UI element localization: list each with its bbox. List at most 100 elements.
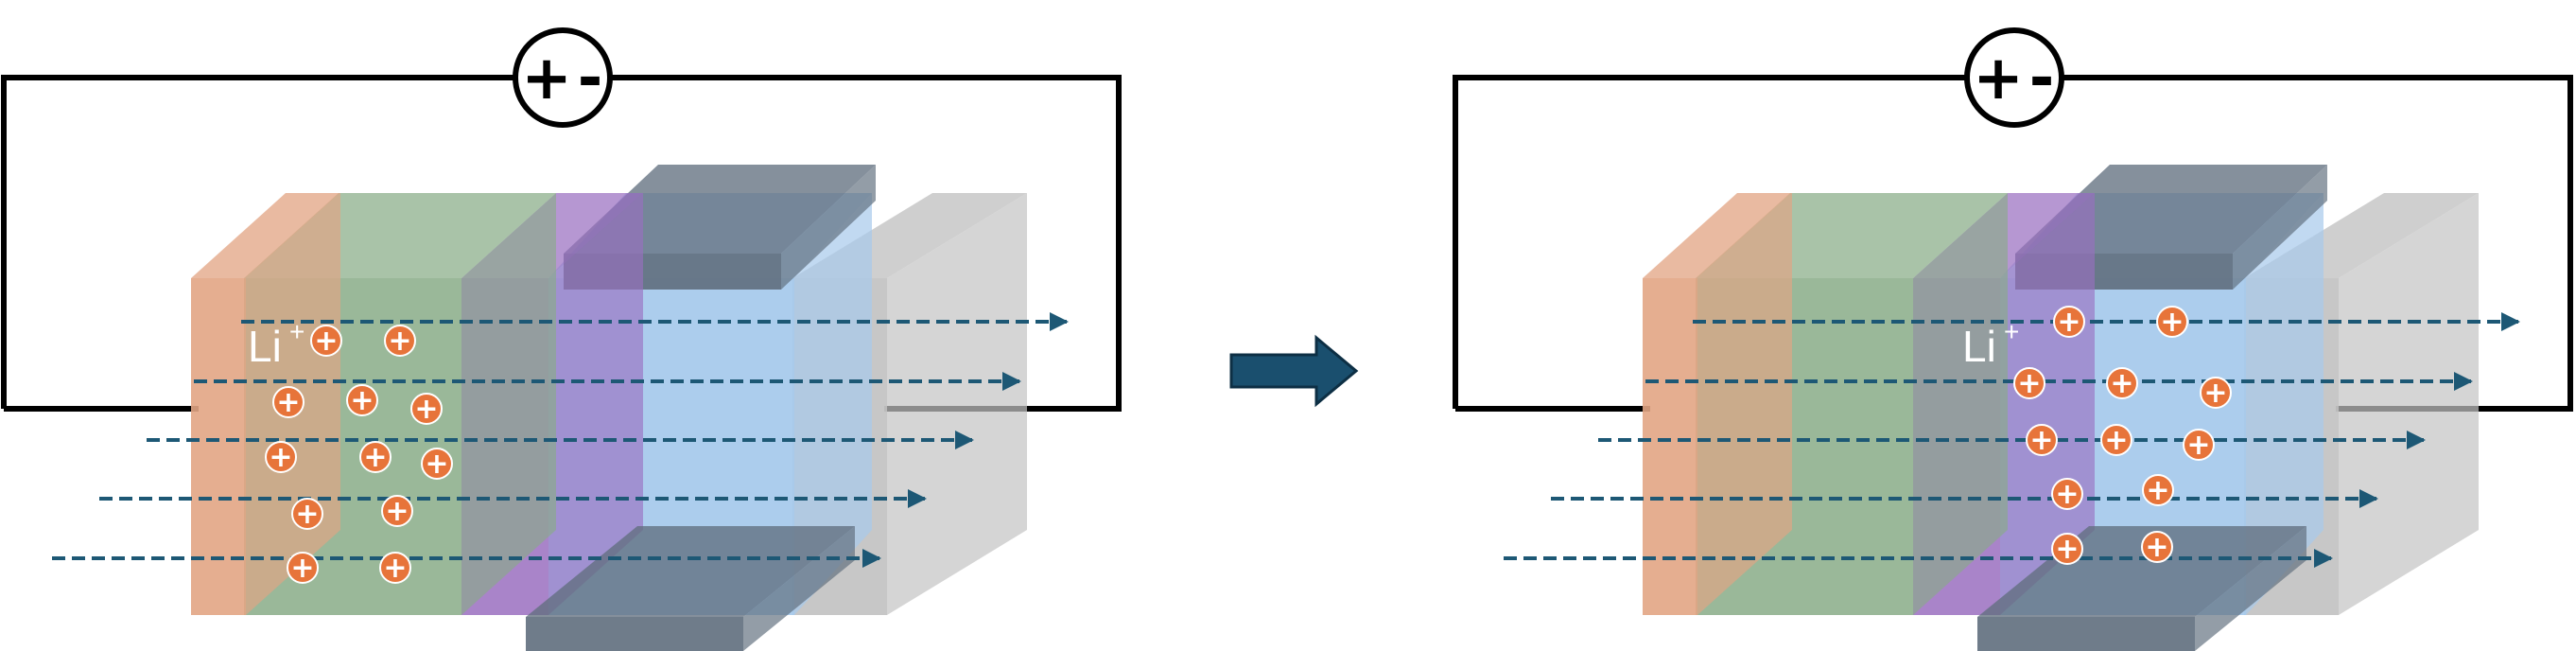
li-ion-sign: +	[314, 325, 338, 358]
storage-layer-side	[1913, 193, 2008, 615]
li-ion-circle	[272, 386, 305, 418]
li-ion-charge: +	[2004, 317, 2019, 346]
li-ion: +	[287, 552, 319, 585]
li-ion-label: Li	[1962, 322, 1996, 371]
li-ion-circle	[2141, 531, 2173, 563]
voltage-source-circle	[1964, 27, 2064, 128]
li-ion-sign: +	[2029, 424, 2053, 457]
li-ion: +	[384, 325, 416, 358]
li-ion-circle	[2051, 478, 2083, 510]
li-ion-sign: +	[295, 498, 319, 531]
li-ion-sign: +	[269, 441, 292, 474]
bottom-contact-pad-top	[526, 526, 855, 617]
li-ion-sign: +	[414, 393, 438, 426]
li-ion-sign: +	[2186, 429, 2210, 462]
electrolyte-layer-side	[548, 193, 643, 615]
li-ion: +	[379, 552, 411, 585]
li-ion-circle	[265, 441, 297, 473]
li-ion-sign: +	[2104, 424, 2128, 457]
li-ion: +	[2141, 531, 2173, 564]
li-ion: +	[2183, 429, 2215, 462]
top-contact-pad-side	[2233, 165, 2327, 290]
li-ion-circle	[287, 552, 319, 584]
right-arrow-icon	[1229, 334, 1359, 408]
minus-sign: -	[2029, 44, 2055, 114]
li-ion-sign: +	[385, 495, 409, 528]
panel-before: +-Li+++++++++++++	[1, 27, 1122, 651]
li-ion: +	[2051, 533, 2083, 566]
bottom-contact-pad-top	[1977, 526, 2306, 617]
current-collector	[1643, 193, 1792, 615]
storage-layer-side	[461, 193, 556, 615]
li-ion-sign: +	[2057, 306, 2080, 339]
li-ion: +	[410, 393, 443, 426]
li-ion-circle	[310, 325, 342, 357]
substrate-side	[887, 193, 1027, 615]
li-ion-circle	[291, 498, 323, 530]
li-ion-sign: +	[2145, 531, 2168, 564]
li-ion: +	[2106, 367, 2138, 400]
plus-sign: +	[1973, 44, 2024, 114]
li-ion-sign: +	[2203, 377, 2227, 410]
channel-layer-side	[794, 193, 872, 615]
current-collector-front	[191, 278, 246, 615]
li-ion: +	[2053, 306, 2085, 339]
voltage-source: +-	[513, 27, 613, 128]
plus-sign: +	[521, 44, 572, 114]
voltage-source: +-	[1964, 27, 2064, 128]
li-ion: +	[272, 386, 305, 419]
li-ion: +	[346, 384, 378, 417]
li-ion-sign: +	[2055, 478, 2079, 511]
substrate-side	[2339, 193, 2479, 615]
li-ion-sign: +	[363, 441, 387, 474]
li-ion: +	[2200, 377, 2232, 410]
li-ion-sign: +	[2160, 306, 2184, 339]
voltage-source-circle	[513, 27, 613, 128]
li-ion-sign: +	[2146, 474, 2169, 507]
li-ion-sign: +	[276, 386, 300, 419]
li-ion-circle	[384, 325, 416, 357]
li-ion-label: Li	[248, 322, 282, 371]
li-ion-circle	[2142, 474, 2174, 506]
bottom-contact-pad-front	[526, 617, 743, 651]
bottom-contact-pad-front	[1977, 617, 2195, 651]
li-ion-circle	[346, 384, 378, 416]
li-ion-sign: +	[2110, 367, 2133, 400]
li-ion-circle	[2106, 367, 2138, 399]
li-ion-circle	[2013, 367, 2045, 399]
li-ion-sign: +	[290, 552, 314, 585]
li-ion: +	[2156, 306, 2188, 339]
li-ion: +	[2142, 474, 2174, 507]
transition-arrow	[1229, 334, 1359, 408]
li-ion-sign: +	[388, 325, 411, 358]
li-ion-circle	[2156, 306, 2188, 338]
top-contact-pad-side	[781, 165, 876, 290]
current-collector-front	[1643, 278, 1697, 615]
panel-after: +-Li+++++++++++++	[1453, 27, 2573, 651]
current-collector-top	[1643, 193, 1792, 278]
li-ion: +	[310, 325, 342, 358]
li-ion-circle	[2183, 429, 2215, 461]
li-ion-charge: +	[289, 317, 305, 346]
li-ion-circle	[379, 552, 411, 584]
current-collector-top	[191, 193, 340, 278]
li-ion: +	[421, 448, 453, 481]
li-ion-circle	[410, 393, 443, 425]
minus-sign: -	[578, 44, 603, 114]
li-ion: +	[2051, 478, 2083, 511]
li-ion: +	[291, 498, 323, 531]
li-ion-circle	[2200, 377, 2232, 409]
li-ion-circle	[2053, 306, 2085, 338]
li-ion-circle	[2100, 424, 2132, 456]
li-ion: +	[2013, 367, 2045, 400]
li-ion-circle	[359, 441, 392, 473]
li-ion-circle	[421, 448, 453, 480]
li-ion-sign: +	[2055, 533, 2079, 566]
li-ion-circle	[2026, 424, 2058, 456]
li-ion-sign: +	[383, 552, 407, 585]
li-ion-sign: +	[425, 448, 448, 481]
li-ion: +	[265, 441, 297, 474]
channel-layer-side	[2246, 193, 2324, 615]
current-collector-side	[1697, 193, 1792, 615]
